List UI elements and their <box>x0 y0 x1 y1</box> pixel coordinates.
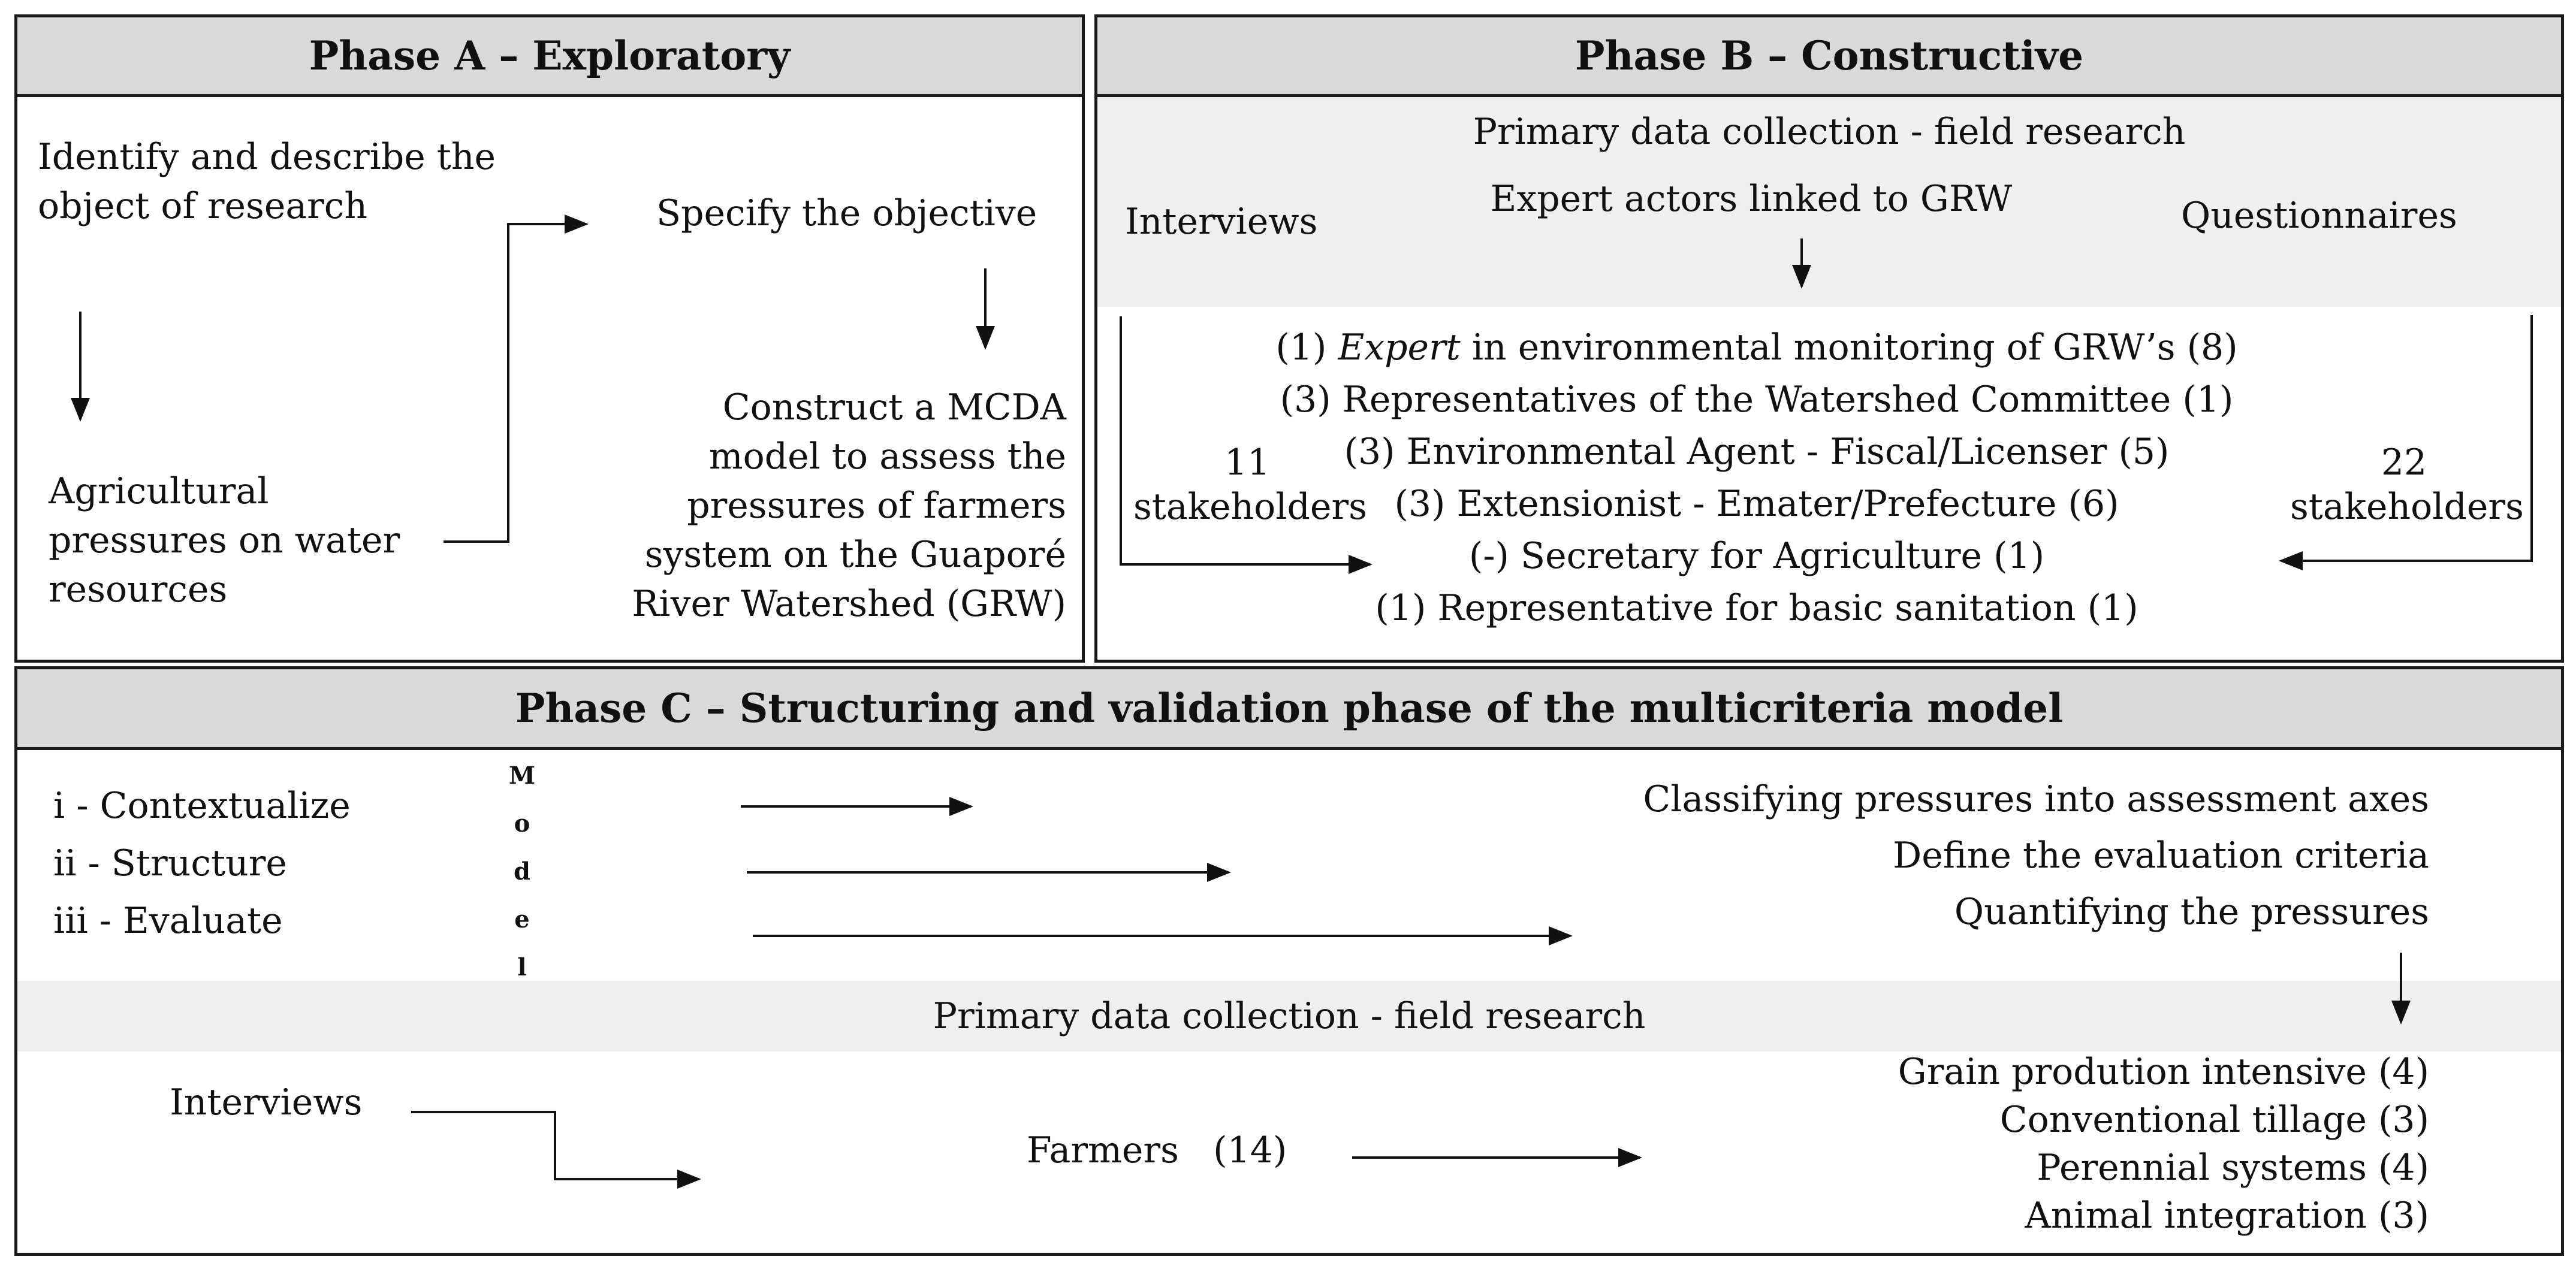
construct-mcda-text: Construct a MCDA model to assess the pre… <box>632 386 1066 625</box>
system-perennial: Perennial systems (4) <box>2037 1147 2429 1189</box>
phase-c-interviews-text: Interviews <box>170 1081 363 1123</box>
actor-secretary-agriculture: (-) Secretary for Agriculture (1) <box>1468 535 2045 577</box>
right-stakeholders-count: 22 stakeholders <box>2290 442 2524 528</box>
phase-c-header: Phase C – Structuring and validation pha… <box>17 669 2561 750</box>
step-evaluate: iii - Evaluate <box>53 900 283 942</box>
phase-a-box: Phase A – Exploratory Identify and descr… <box>14 14 1085 663</box>
farming-systems-list: Grain prodution intensive (4) Convention… <box>1898 1048 2429 1240</box>
actor-expert-monitoring: (1) Expert in environmental monitoring o… <box>1275 327 2238 368</box>
phase-b-primary-text: Primary data collection - field research <box>1473 111 2186 153</box>
phase-a-header: Phase A – Exploratory <box>17 17 1082 97</box>
results-list: Classifying pressures into assessment ax… <box>1643 771 2429 940</box>
steps-list: i - Contextualize ii - Structure iii - E… <box>53 777 351 950</box>
phase-b-title: Phase B – Constructive <box>1574 32 2084 79</box>
actor-basic-sanitation: (1) Representative for basic sanitation … <box>1375 587 2138 629</box>
step-structure: ii - Structure <box>53 842 287 884</box>
actor-environmental-agent: (3) Environmental Agent - Fiscal/License… <box>1344 431 2170 473</box>
model-vertical-label: M o d e l <box>508 762 536 981</box>
expert-actors-text: Expert actors linked to GRW <box>1490 178 2013 220</box>
step-contextualize: i - Contextualize <box>53 785 351 827</box>
phase-b-interviews-text: Interviews <box>1125 201 1318 243</box>
questionnaires-text: Questionnaires <box>2181 195 2457 237</box>
farmers-text: Farmers (14) <box>1027 1129 1287 1171</box>
system-conventional-tillage: Conventional tillage (3) <box>1999 1099 2429 1141</box>
phase-c-collection-band <box>17 981 2561 1052</box>
identify-text: Identify and describe the object of rese… <box>38 136 496 227</box>
phase-a-title: Phase A – Exploratory <box>309 32 791 79</box>
result-classifying: Classifying pressures into assessment ax… <box>1643 778 2429 820</box>
phase-c-primary-text: Primary data collection - field research <box>933 995 1646 1037</box>
phase-b-box: Phase B – Constructive Primary data coll… <box>1094 14 2564 663</box>
result-criteria: Define the evaluation criteria <box>1893 835 2429 877</box>
actor-watershed-committee: (3) Representatives of the Watershed Com… <box>1280 379 2234 421</box>
specify-objective-text: Specify the objective <box>656 192 1037 234</box>
actor-extensionist: (3) Extensionist - Emater/Prefecture (6) <box>1394 483 2119 525</box>
agri-pressures-text: Agricultural pressures on water resource… <box>49 470 400 611</box>
phase-b-collection-band <box>1097 97 2561 307</box>
result-quantifying: Quantifying the pressures <box>1954 891 2429 933</box>
expert-actor-list: (1) Expert in environmental monitoring o… <box>1217 322 2296 634</box>
system-animal-integration: Animal integration (3) <box>2025 1195 2429 1237</box>
phase-c-title: Phase C – Structuring and validation pha… <box>515 685 2064 732</box>
phase-c-box: Phase C – Structuring and validation pha… <box>14 666 2564 1256</box>
phase-b-header: Phase B – Constructive <box>1097 17 2561 97</box>
system-grain: Grain prodution intensive (4) <box>1898 1051 2429 1093</box>
